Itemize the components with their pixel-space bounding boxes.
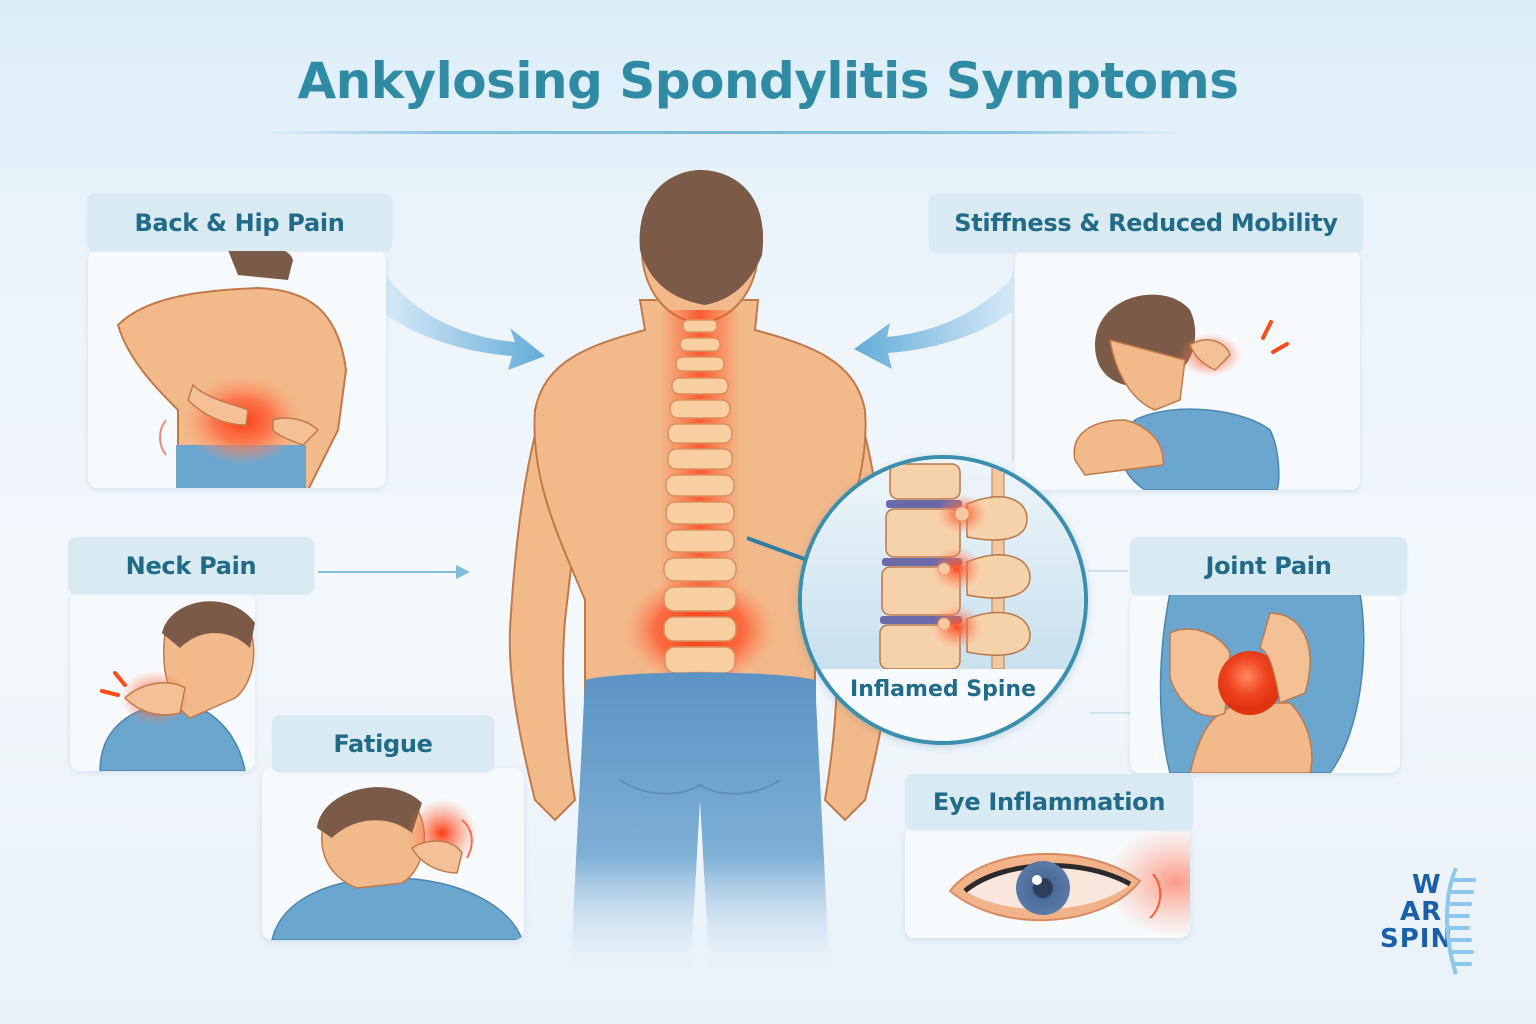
connector-line	[1088, 570, 1128, 572]
title-divider	[258, 131, 1188, 134]
arrow-stiffness-icon	[854, 275, 1014, 369]
man-holding-lower-back-icon	[116, 250, 348, 488]
symptom-label-stiffness: Stiffness & Reduced Mobility	[929, 194, 1363, 252]
symptom-label-fatigue: Fatigue	[272, 715, 494, 772]
man-back-view-inflamed-spine-icon	[508, 170, 892, 980]
inflamed-vertebrae-icon	[802, 459, 1084, 669]
man-rubbing-neck-icon	[99, 601, 255, 771]
spine-logo-icon	[1445, 867, 1476, 975]
symptom-card-fatigue	[262, 768, 524, 940]
connector-line	[1012, 272, 1014, 462]
inflamed-spine-callout: Inflamed Spine	[798, 455, 1088, 745]
logo-text: W AR SPIN	[1380, 870, 1454, 954]
symptom-label-joint-pain: Joint Pain	[1130, 537, 1407, 595]
central-figure	[500, 160, 900, 980]
tired-man-resting-head-icon	[271, 787, 523, 940]
symptom-card-stiffness	[1015, 250, 1360, 490]
symptom-card-eye-inflammation	[905, 826, 1190, 938]
symptom-label-neck-pain: Neck Pain	[68, 537, 314, 594]
brand-logo: W AR SPIN	[1380, 866, 1490, 976]
red-inflamed-eye-icon	[948, 826, 1190, 938]
man-holding-neck-shoulder-icon	[1073, 294, 1289, 490]
arrow-back-pain-icon	[386, 275, 545, 370]
symptom-label-eye-inflammation: Eye Inflammation	[905, 774, 1193, 830]
symptom-card-neck-pain	[70, 593, 255, 771]
symptom-card-back-hip-pain	[88, 250, 386, 488]
hands-on-inflamed-knee-icon	[1159, 593, 1365, 773]
connector-line	[1090, 712, 1140, 714]
page-title: Ankylosing Spondylitis Symptoms	[297, 52, 1239, 110]
inflamed-spine-label: Inflamed Spine	[850, 677, 1036, 702]
arrow-neck-pain-icon	[318, 565, 470, 579]
symptom-label-back-hip-pain: Back & Hip Pain	[87, 194, 392, 251]
symptom-card-joint-pain	[1130, 593, 1400, 773]
